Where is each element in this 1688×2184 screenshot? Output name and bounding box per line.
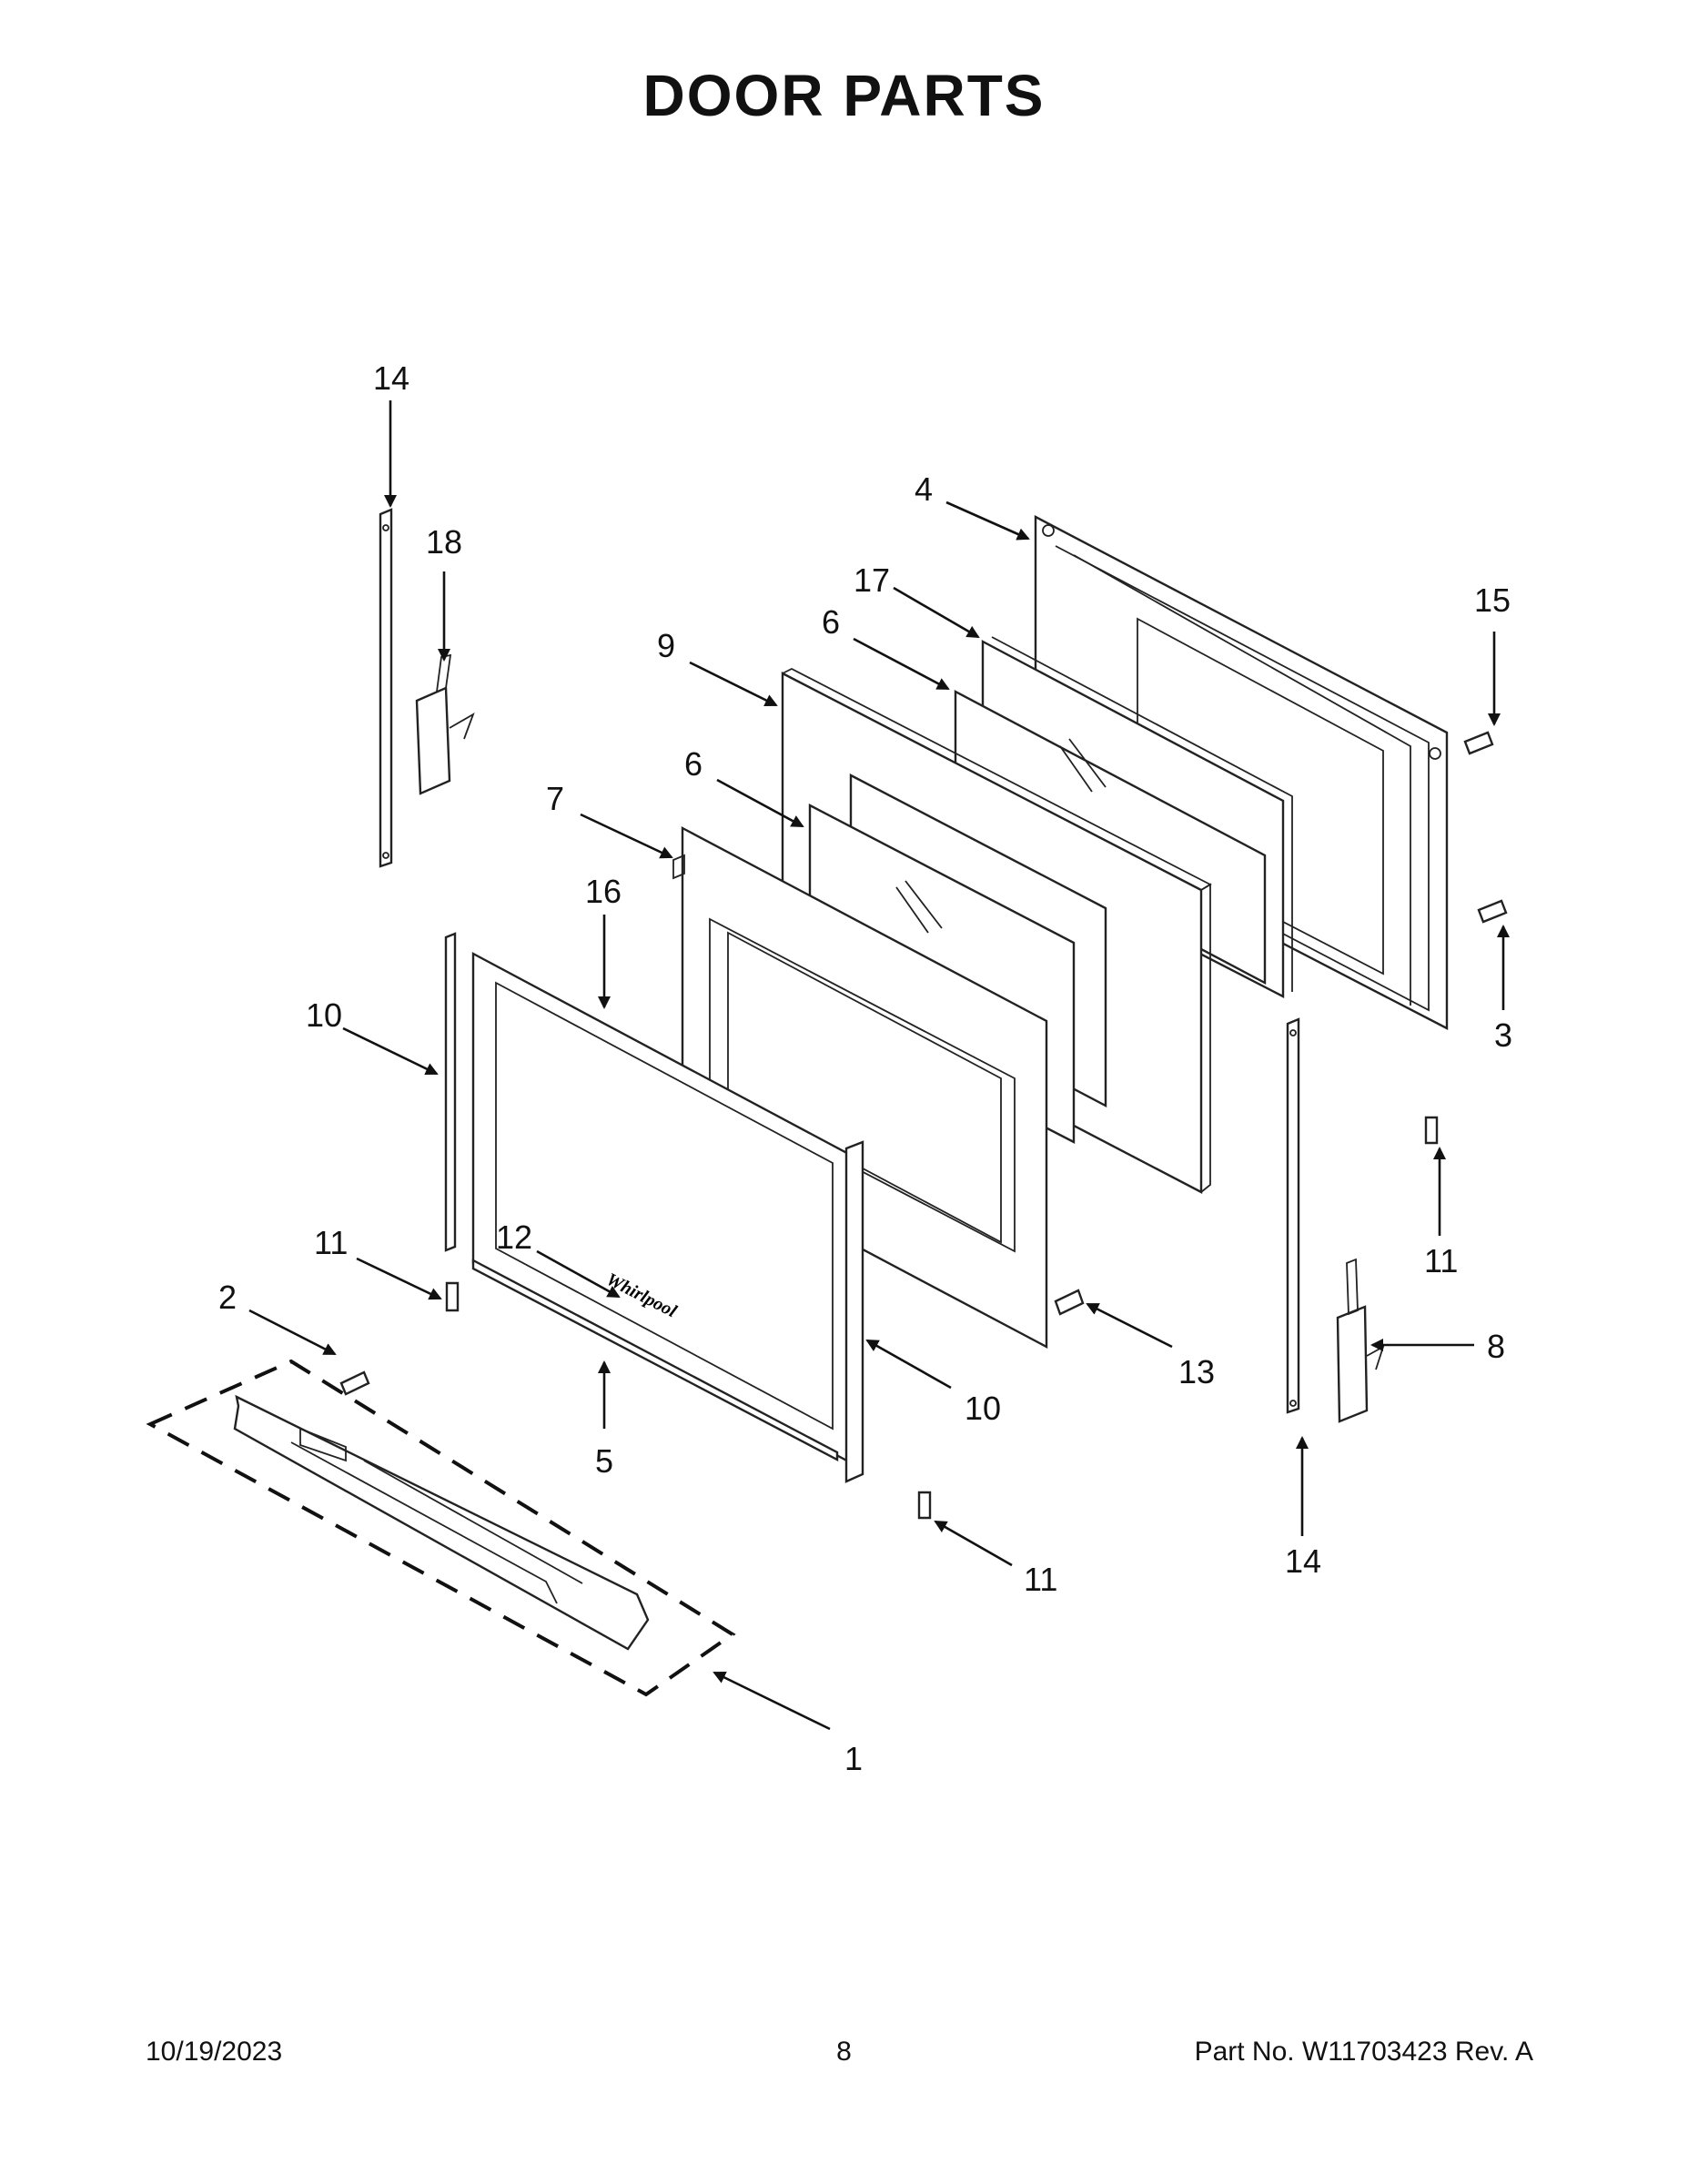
callout-4: 4	[915, 470, 933, 508]
screw-3	[1477, 899, 1508, 924]
callout-11-bottom: 11	[1024, 1561, 1057, 1598]
callout-2: 2	[218, 1279, 237, 1316]
callout-15: 15	[1474, 581, 1511, 619]
callout-14-right: 14	[1285, 1542, 1321, 1580]
callout-7: 7	[546, 780, 564, 817]
screw-2	[339, 1370, 370, 1396]
callout-9: 9	[657, 627, 675, 664]
callout-6-front: 6	[684, 745, 702, 783]
part-1-door-handle	[233, 1394, 650, 1651]
screw-11b	[917, 1491, 932, 1520]
leader-arrows	[248, 400, 1510, 1731]
callout-5: 5	[595, 1442, 613, 1480]
screw-15	[1463, 731, 1494, 755]
callout-10-right: 10	[965, 1390, 1001, 1427]
callout-18: 18	[426, 523, 462, 561]
part-8-hinge	[1336, 1258, 1385, 1423]
footer-date: 10/19/2023	[146, 2037, 283, 2067]
screw-11c	[1424, 1116, 1439, 1145]
callout-8: 8	[1487, 1328, 1505, 1365]
callout-13: 13	[1178, 1353, 1215, 1390]
screw-11a	[445, 1281, 460, 1312]
callout-11-right: 11	[1424, 1242, 1458, 1279]
part-14-hinge-rail-left	[379, 508, 393, 868]
footer-part-number: Part No. W11703423 Rev. A	[1194, 2037, 1533, 2067]
callout-16: 16	[585, 873, 622, 910]
callout-12: 12	[496, 1218, 532, 1256]
part-10-door-strip-left	[444, 932, 457, 1252]
callout-6-rear: 6	[822, 603, 840, 641]
footer-page-number: 8	[836, 2037, 852, 2067]
part-16-outer-door-frame	[471, 952, 864, 1483]
part-4-inner-door-panel	[1034, 515, 1449, 1030]
part-7-glass-frame	[672, 826, 1048, 1349]
screw-13	[1054, 1289, 1085, 1316]
callout-10-left: 10	[306, 996, 342, 1034]
callout-11-left: 11	[314, 1224, 348, 1261]
part-5-trim-strip	[471, 1259, 839, 1461]
handle-dashed-outline	[146, 1359, 736, 1697]
part-14-hinge-rail-right	[1286, 1017, 1300, 1414]
callout-14-left: 14	[373, 359, 409, 397]
page-title: DOOR PARTS	[642, 63, 1046, 128]
callout-3: 3	[1494, 1016, 1512, 1054]
callout-17: 17	[854, 561, 890, 599]
callout-1: 1	[844, 1740, 863, 1777]
part-18-hinge	[415, 653, 475, 795]
